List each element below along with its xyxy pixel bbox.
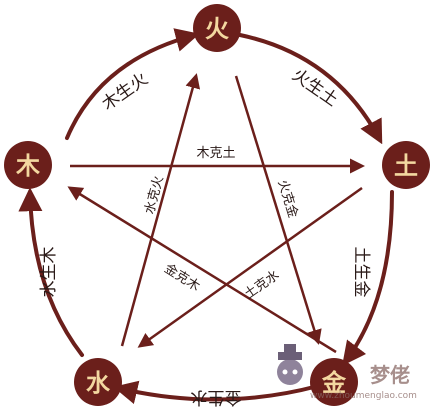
- generating-cycle: [18, 28, 394, 405]
- line-earth-water: [137, 186, 363, 348]
- node-wood: 木: [4, 141, 52, 189]
- arc-fire-earth: [238, 33, 383, 145]
- line-water-fire: [120, 73, 201, 347]
- line-fire-metal: [234, 75, 322, 345]
- node-wood-label: 木: [15, 152, 41, 180]
- node-metal: 金: [310, 358, 358, 406]
- watermark-brand: 梦佬: [370, 363, 410, 387]
- node-fire-label: 火: [205, 15, 229, 43]
- label-metal-water: 金生水: [191, 387, 242, 407]
- overcoming-star: [67, 73, 365, 354]
- node-water-label: 水: [86, 369, 111, 397]
- node-fire: 火: [193, 4, 241, 52]
- label-fire-earth: 火生土: [288, 65, 341, 111]
- arc-water-wood: [18, 187, 84, 357]
- node-earth: 土: [382, 141, 430, 189]
- watermark-url: www.zhoumenglao.com: [310, 391, 417, 401]
- node-metal-label: 金: [321, 369, 347, 397]
- label-wood-earth: 木克土: [196, 146, 235, 161]
- arc-earth-metal: [342, 190, 394, 366]
- arc-metal-water: [113, 380, 320, 405]
- node-water: 水: [74, 358, 122, 406]
- node-earth-label: 土: [394, 152, 418, 180]
- label-wood-fire: 木生火: [99, 69, 152, 115]
- watermark-mascot-icon: [277, 344, 303, 385]
- arc-wood-fire: [65, 28, 200, 140]
- label-water-wood: 水生木: [39, 247, 59, 298]
- label-earth-metal: 土生金: [351, 247, 371, 298]
- watermark: 梦佬 www.zhoumenglao.com: [277, 344, 417, 401]
- line-metal-wood: [67, 186, 337, 354]
- label-earth-water: 土克水: [242, 268, 283, 303]
